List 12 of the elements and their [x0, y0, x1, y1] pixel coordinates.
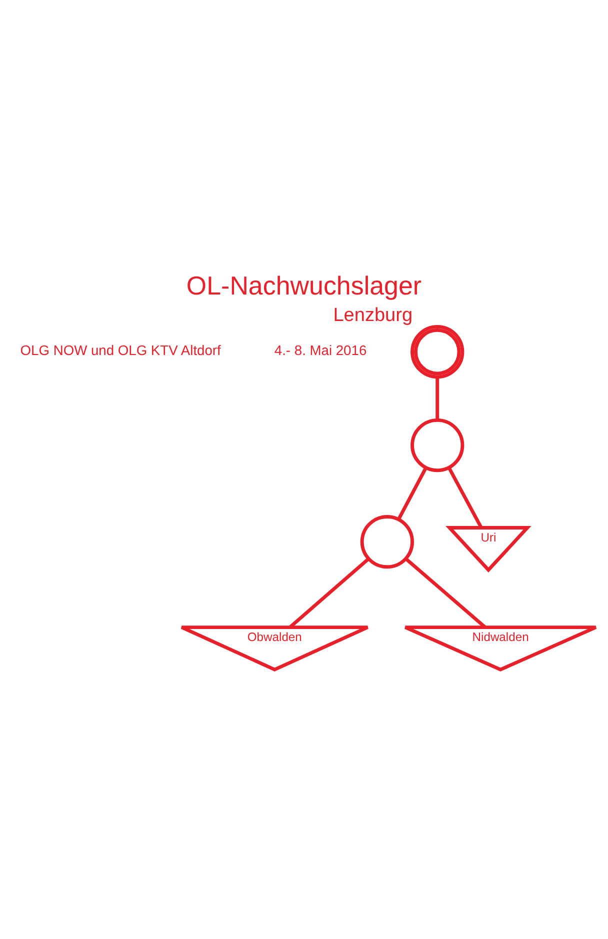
connector	[288, 557, 370, 628]
label: 4.- 8. Mai 2016	[274, 342, 367, 358]
node-circle	[410, 418, 464, 472]
label: OLG NOW und OLG KTV Altdorf	[20, 342, 221, 358]
connector	[397, 466, 428, 520]
connector	[447, 466, 483, 528]
node-label: Lenzburg	[333, 304, 413, 326]
node-circle	[410, 324, 464, 378]
diagram-title: OL-Nachwuchslager	[186, 270, 422, 300]
connector	[404, 557, 486, 628]
connector	[436, 376, 440, 420]
node-circle	[360, 514, 414, 568]
